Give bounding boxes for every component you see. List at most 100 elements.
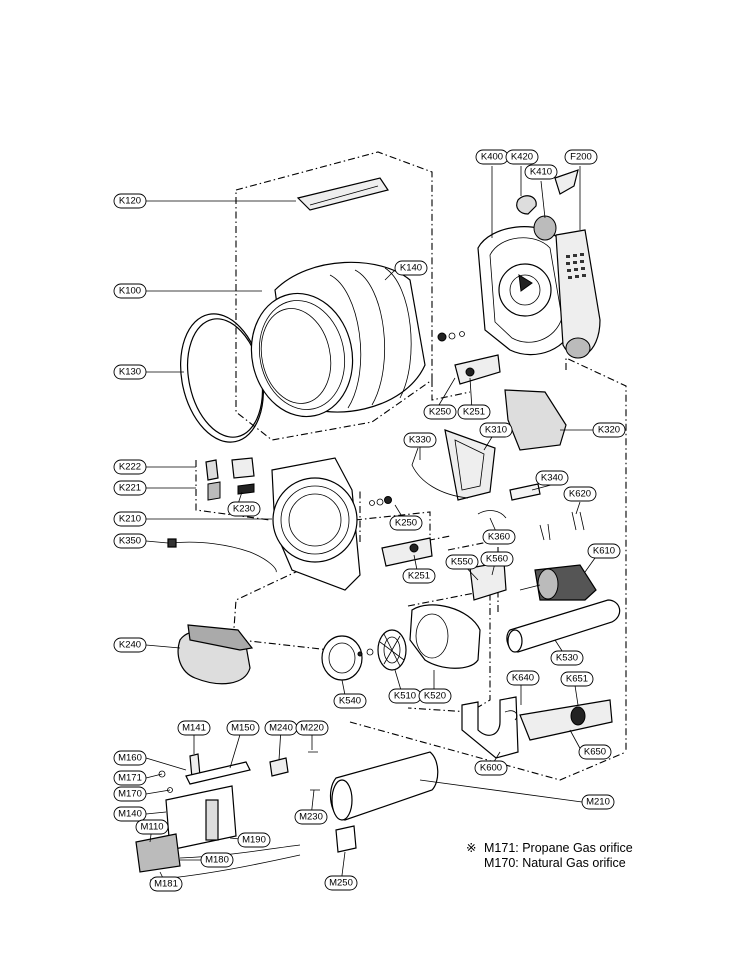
label-k221: K221	[113, 480, 147, 496]
label-m150: M150	[226, 720, 260, 736]
label-k530: K530	[550, 650, 584, 666]
label-k360: K360	[482, 529, 516, 545]
label-m250: M250	[324, 875, 358, 891]
svg-text:K540: K540	[339, 696, 361, 707]
note-natural-text: M170: Natural Gas orifice	[484, 856, 626, 870]
svg-text:K550: K550	[451, 557, 473, 568]
svg-text:M110: M110	[140, 822, 163, 833]
svg-text:K610: K610	[593, 546, 615, 557]
label-k251-lower: K251	[402, 568, 436, 584]
svg-text:M160: M160	[118, 753, 142, 764]
svg-text:M180: M180	[205, 855, 229, 866]
label-k330: K330	[403, 432, 437, 448]
svg-text:M140: M140	[118, 809, 142, 820]
svg-text:K230: K230	[233, 504, 255, 515]
svg-text:K221: K221	[119, 483, 141, 494]
label-m160: M160	[113, 750, 147, 766]
note-marker: ※	[466, 841, 477, 855]
label-k210: K210	[113, 511, 147, 527]
label-k650: K650	[578, 744, 612, 760]
svg-text:K222: K222	[119, 462, 141, 473]
svg-text:M230: M230	[299, 812, 323, 823]
label-k340: K340	[535, 470, 569, 486]
label-k230: K230	[227, 501, 261, 517]
svg-text:M150: M150	[231, 723, 255, 734]
front-panel-parts	[177, 624, 374, 685]
svg-text:K250: K250	[395, 518, 417, 529]
svg-text:F200: F200	[570, 152, 592, 163]
label-m240: M240	[264, 720, 298, 736]
svg-text:M250: M250	[329, 878, 353, 889]
note-propane-text: M171: Propane Gas orifice	[484, 841, 633, 855]
label-k550: K550	[445, 554, 479, 570]
svg-text:K140: K140	[400, 263, 422, 274]
label-m110: M110	[135, 819, 169, 835]
label-k350: K350	[113, 533, 147, 549]
svg-text:K320: K320	[598, 425, 620, 436]
label-k510: K510	[388, 688, 422, 704]
svg-text:K330: K330	[409, 435, 431, 446]
drum-assembly	[180, 177, 426, 443]
label-m190: M190	[237, 832, 271, 848]
label-k410: K410	[524, 164, 558, 180]
label-k620: K620	[563, 486, 597, 502]
label-m180: M180	[200, 852, 234, 868]
label-k250-lower: K250	[389, 515, 423, 531]
label-k600: K600	[474, 760, 508, 776]
svg-text:K410: K410	[530, 167, 552, 178]
motor-bracket-assembly	[461, 696, 613, 759]
svg-text:K210: K210	[119, 514, 141, 525]
label-m230: M230	[294, 809, 328, 825]
svg-text:K420: K420	[511, 152, 533, 163]
rear-bulkhead-assembly	[437, 169, 601, 385]
label-k560: K560	[480, 551, 514, 567]
svg-text:K310: K310	[485, 425, 507, 436]
svg-text:M171: M171	[118, 773, 142, 784]
label-k400: K400	[475, 149, 509, 165]
label-k640: K640	[506, 670, 540, 686]
svg-text:K251: K251	[408, 571, 430, 582]
label-k251-upper: K251	[457, 404, 491, 420]
note-line-natural: M170: Natural Gas orifice	[466, 856, 633, 871]
label-k610: K610	[587, 543, 621, 559]
svg-text:K100: K100	[119, 286, 141, 297]
front-bulkhead-assembly	[167, 457, 433, 591]
svg-text:M220: M220	[300, 723, 324, 734]
gas-burner-assembly	[135, 751, 439, 881]
label-k100: K100	[113, 283, 147, 299]
svg-text:K650: K650	[584, 747, 606, 758]
assembly-boundaries	[195, 151, 627, 781]
svg-text:K600: K600	[480, 763, 502, 774]
svg-text:K360: K360	[488, 532, 510, 543]
svg-text:M170: M170	[118, 789, 142, 800]
svg-text:M190: M190	[242, 835, 266, 846]
note-line-propane: ※ M171: Propane Gas orifice	[466, 841, 633, 856]
svg-text:K340: K340	[541, 473, 563, 484]
label-k420: K420	[505, 149, 539, 165]
label-m140: M140	[113, 806, 147, 822]
label-k520: K520	[418, 688, 452, 704]
label-m220: M220	[295, 720, 329, 736]
label-k540: K540	[333, 693, 367, 709]
label-m181: M181	[149, 876, 183, 892]
label-k222: K222	[113, 459, 147, 475]
label-m171: M171	[113, 770, 147, 786]
svg-text:M141: M141	[182, 723, 206, 734]
exhaust-duct-parts	[411, 389, 585, 541]
svg-text:K640: K640	[512, 673, 534, 684]
part-labels: K120 K100 K130 K140 K222 K221 K230 K210 …	[113, 149, 626, 892]
label-k240: K240	[113, 637, 147, 653]
orifice-notes: ※ M171: Propane Gas orifice M170: Natural…	[466, 841, 633, 871]
label-k310: K310	[479, 422, 513, 438]
label-m141: M141	[177, 720, 211, 736]
svg-text:K510: K510	[394, 691, 416, 702]
label-k140: K140	[394, 260, 428, 276]
svg-text:K251: K251	[463, 407, 485, 418]
svg-text:M181: M181	[154, 879, 178, 890]
svg-text:K130: K130	[119, 367, 141, 378]
svg-text:K520: K520	[424, 691, 446, 702]
svg-text:K240: K240	[119, 640, 141, 651]
label-k651: K651	[560, 671, 594, 687]
blower-motor-assembly	[377, 561, 621, 671]
